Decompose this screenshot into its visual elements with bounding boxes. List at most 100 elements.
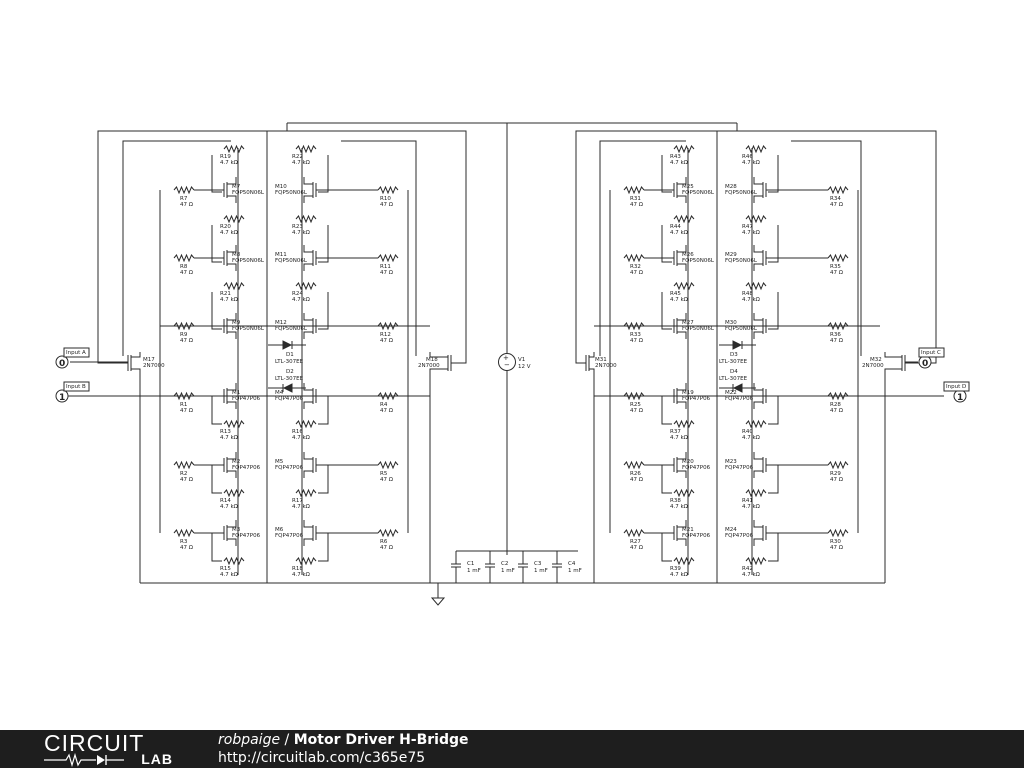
resistor-value: 47 Ω <box>830 545 843 551</box>
led-d1[interactable]: D1 LTL-307EE <box>268 340 306 365</box>
led-d3[interactable]: D3 LTL-307EE <box>719 340 756 365</box>
input-b[interactable]: 1 Input B <box>55 381 97 403</box>
input-c[interactable]: 0 Input C <box>905 347 945 369</box>
input-a[interactable]: 0 Input A <box>55 347 128 369</box>
driver-m32[interactable]: M32 2N7000 <box>862 352 906 371</box>
author-link[interactable]: robpaige <box>218 732 281 748</box>
driver-m18[interactable]: M18 2N7000 <box>418 352 452 371</box>
capacitor-c1[interactable]: C11 mF <box>451 551 481 583</box>
mosfet-part: FQP47P06 <box>682 533 711 539</box>
capacitor-c4[interactable]: C41 mF <box>552 551 582 583</box>
led-d2[interactable]: D2 LTL-307EE <box>268 369 306 393</box>
led-d4[interactable]: D4 LTL-307EE <box>719 369 756 393</box>
input-d[interactable]: 1 Input D <box>943 381 970 403</box>
resistor-value: 4.7 kΩ <box>670 504 688 510</box>
capacitor-c3[interactable]: C31 mF <box>518 551 548 583</box>
input-d-value: 1 <box>957 393 963 403</box>
input-d-label: Input D <box>946 384 966 390</box>
circuit-url[interactable]: http://circuitlab.com/c365e75 <box>218 750 426 766</box>
resistor-value: 47 Ω <box>380 408 393 414</box>
schematic-canvas[interactable]: + − V1 12 V 0 Input A 1 Input B 0 Input … <box>0 0 1024 730</box>
driver-m17[interactable]: M17 2N7000 <box>127 352 165 371</box>
driver-m31[interactable]: M31 2N7000 <box>585 352 617 371</box>
circuitlab-logo[interactable]: CIRCUIT LAB <box>44 732 179 767</box>
voltage-source-v1[interactable]: + − V1 12 V <box>498 353 531 371</box>
capacitor-c2[interactable]: C21 mF <box>485 551 515 583</box>
mosfet-name: M28 <box>725 184 737 190</box>
